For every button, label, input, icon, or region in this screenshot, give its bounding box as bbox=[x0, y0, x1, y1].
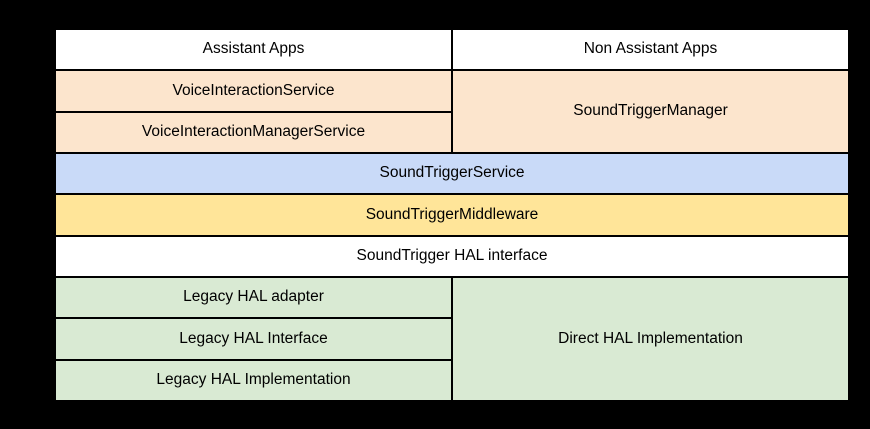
layer-assistant-apps: Assistant Apps bbox=[56, 30, 451, 70]
layer-sound-trigger-hal-interface: SoundTrigger HAL interface bbox=[56, 236, 848, 276]
layer-sound-trigger-middleware: SoundTriggerMiddleware bbox=[56, 195, 848, 235]
layer-sound-trigger-service: SoundTriggerService bbox=[56, 153, 848, 194]
layer-sound-trigger-manager: SoundTriggerManager bbox=[453, 71, 848, 152]
architecture-stack-table: Assistant Apps Non Assistant Apps VoiceI… bbox=[54, 28, 850, 402]
layer-legacy-hal-adapter: Legacy HAL adapter bbox=[56, 277, 451, 318]
layer-direct-hal-implementation: Direct HAL Implementation bbox=[453, 277, 848, 400]
layer-non-assistant-apps: Non Assistant Apps bbox=[453, 30, 848, 70]
layer-voice-interaction-manager-service: VoiceInteractionManagerService bbox=[56, 112, 451, 152]
layer-legacy-hal-implementation: Legacy HAL Implementation bbox=[56, 360, 451, 400]
layer-voice-interaction-service: VoiceInteractionService bbox=[56, 71, 451, 111]
layer-legacy-hal-interface: Legacy HAL Interface bbox=[56, 319, 451, 359]
